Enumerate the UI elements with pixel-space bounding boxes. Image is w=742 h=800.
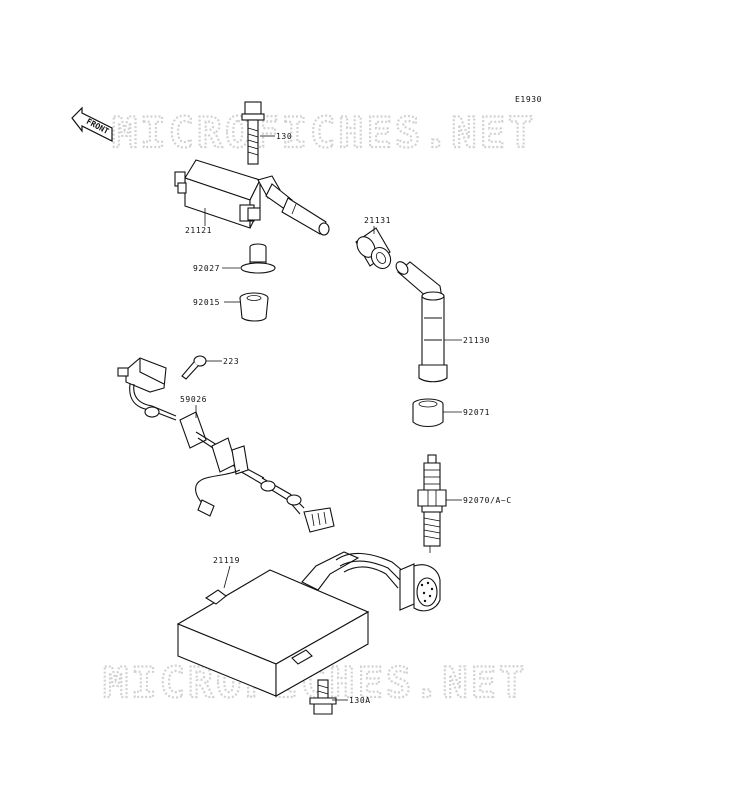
front-arrow-icon: FRONT xyxy=(71,106,113,142)
spark-plug-92070-icon xyxy=(417,454,447,553)
ring-92071-icon xyxy=(412,398,444,428)
ignition-coil-icon xyxy=(174,159,330,236)
bolt-130a-icon xyxy=(309,679,337,715)
bolt-130-icon xyxy=(241,101,265,165)
callout-92071: 92071 xyxy=(463,408,490,417)
diagram-code: E1930 xyxy=(515,95,542,104)
wiring-harness-59026-icon xyxy=(117,357,335,533)
callout-223: 223 xyxy=(223,357,239,366)
watermark-top: MICROFICHES.NET xyxy=(112,108,536,157)
screw-223-icon xyxy=(181,355,207,380)
callout-21121: 21121 xyxy=(185,226,212,235)
callout-130a: 130A xyxy=(349,696,371,705)
plug-cap-21130-icon xyxy=(395,261,448,383)
cdi-unit-21119-icon xyxy=(176,551,441,697)
callout-21130: 21130 xyxy=(463,336,490,345)
collar-92027-icon xyxy=(240,243,276,274)
callout-59026: 59026 xyxy=(180,395,207,404)
callout-21131: 21131 xyxy=(364,216,391,225)
bushing-92015-icon xyxy=(239,292,269,322)
callout-21119: 21119 xyxy=(213,556,240,565)
callout-92070: 92070/A~C xyxy=(463,496,512,505)
cap-21131-icon xyxy=(355,227,392,270)
callout-92027: 92027 xyxy=(193,264,220,273)
callout-92015: 92015 xyxy=(193,298,220,307)
callout-130: 130 xyxy=(276,132,292,141)
